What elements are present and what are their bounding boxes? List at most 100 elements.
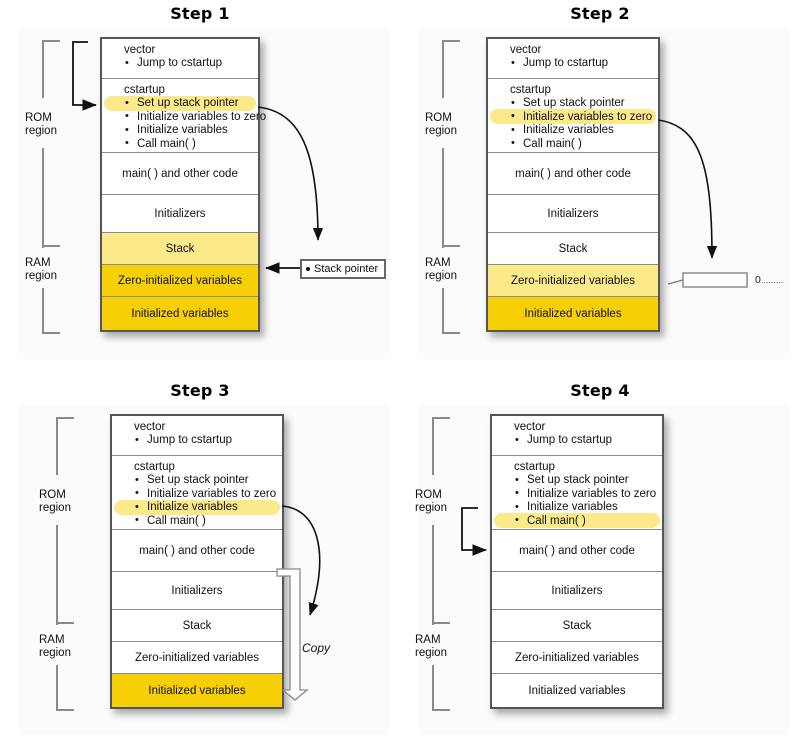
ram-bracket-bottom-1 xyxy=(42,314,60,334)
cstartup-header-3: cstartup xyxy=(134,461,175,473)
region-divider-tick-3 xyxy=(56,622,74,625)
rom-bracket-stem-lower-3 xyxy=(56,525,58,623)
ram-region-line2-1: region xyxy=(25,270,57,282)
memrow-initializers-label-1: Initializers xyxy=(154,207,206,220)
zero-value-2: 0 xyxy=(755,274,761,286)
memrow-cstartup-3: cstartup Set up stack pointer Initialize… xyxy=(112,456,282,530)
ram-region-line2-4: region xyxy=(415,647,447,659)
step-panel-2: Step 2 ROM region RAM region vector Jump… xyxy=(400,0,800,377)
rom-bracket-stem-upper-2 xyxy=(442,40,444,98)
memrow-zero-init-4: Zero-initialized variables xyxy=(492,642,662,674)
memrow-zero-init-label-1: Zero-initialized variables xyxy=(118,274,242,287)
ram-bracket-stem-3 xyxy=(56,665,58,709)
bullet-setup-stack-pointer-3: Set up stack pointer xyxy=(134,474,282,488)
bullet-jump-to-cstartup-1: Jump to cstartup xyxy=(124,57,258,71)
bullet-setup-stack-pointer-1: Set up stack pointer xyxy=(104,95,258,111)
region-divider-tick-4 xyxy=(432,622,450,625)
memrow-initializers-4: Initializers xyxy=(492,572,662,610)
bullet-call-main-1: Call main( ) xyxy=(124,137,258,152)
step-panel-1: Step 1 ROM region RAM region vector Jump… xyxy=(0,0,400,377)
memrow-stack-1: Stack xyxy=(102,233,258,265)
stack-pointer-box-1: Stack pointer xyxy=(300,259,387,279)
bullet-init-vars-2: Initialize variables xyxy=(510,124,658,138)
memrow-zero-init-label-3: Zero-initialized variables xyxy=(135,651,259,664)
rom-region-line1-4: ROM xyxy=(415,489,442,501)
ram-bracket-stem-2 xyxy=(442,288,444,332)
rom-bracket-top-1 xyxy=(42,40,60,43)
memrow-main-code-label-2: main( ) and other code xyxy=(515,167,631,180)
memrow-main-code-3: main( ) and other code xyxy=(112,530,282,572)
stack-pointer-dot-icon-1 xyxy=(306,267,310,272)
memrow-initialized-label-2: Initialized variables xyxy=(524,307,622,320)
memrow-cstartup-2: cstartup Set up stack pointer Initialize… xyxy=(488,79,658,153)
bullet-init-vars-zero-3: Initialize variables to zero xyxy=(134,487,282,502)
step-title-3: Step 3 xyxy=(170,381,230,400)
ram-region-line1-2: RAM xyxy=(425,257,451,269)
ram-region-label-3: RAM region xyxy=(39,634,71,660)
memrow-initializers-label-4: Initializers xyxy=(551,584,603,597)
ram-bracket-bottom-4 xyxy=(432,691,450,711)
copy-label-3: Copy xyxy=(302,641,330,655)
ram-region-label-2: RAM region xyxy=(425,257,457,283)
rom-region-line2-2: region xyxy=(425,125,457,137)
memrow-stack-4: Stack xyxy=(492,610,662,642)
rom-region-label-4: ROM region xyxy=(415,489,447,515)
step-title-2: Step 2 xyxy=(570,4,630,23)
bullet-jump-to-cstartup-2: Jump to cstartup xyxy=(510,57,658,71)
memrow-main-code-4: main( ) and other code xyxy=(492,530,662,572)
bullet-setup-stack-pointer-2: Set up stack pointer xyxy=(510,97,658,111)
memrow-initialized-2: Initialized variables xyxy=(488,297,658,330)
cstartup-header-1: cstartup xyxy=(124,84,165,96)
memory-map-4: vector Jump to cstartup cstartup Set up … xyxy=(490,414,664,709)
ram-region-line1-3: RAM xyxy=(39,634,65,646)
memrow-vector-4: vector Jump to cstartup xyxy=(492,416,662,456)
vector-header-3: vector xyxy=(134,421,166,433)
memrow-initialized-1: Initialized variables xyxy=(102,297,258,330)
region-divider-tick-2 xyxy=(442,245,460,248)
memrow-zero-init-2: Zero-initialized variables xyxy=(488,265,658,297)
memrow-initializers-label-3: Initializers xyxy=(171,584,223,597)
memrow-vector-3: vector Jump to cstartup xyxy=(112,416,282,456)
memrow-vector-2: vector Jump to cstartup xyxy=(488,39,658,79)
memrow-main-code-label-3: main( ) and other code xyxy=(139,544,255,557)
ram-region-label-1: RAM region xyxy=(25,257,57,283)
rom-region-line2-1: region xyxy=(25,125,57,137)
rom-bracket-stem-upper-3 xyxy=(56,417,58,475)
rom-bracket-stem-lower-4 xyxy=(432,525,434,623)
bullet-jump-to-cstartup-4: Jump to cstartup xyxy=(514,434,662,448)
memrow-zero-init-3: Zero-initialized variables xyxy=(112,642,282,674)
memory-map-3: vector Jump to cstartup cstartup Set up … xyxy=(110,414,284,709)
memory-map-1: vector Jump to cstartup cstartup Set up … xyxy=(100,37,266,332)
memrow-initializers-3: Initializers xyxy=(112,572,282,610)
rom-bracket-stem-lower-1 xyxy=(42,148,44,246)
ram-bracket-bottom-2 xyxy=(442,314,460,334)
ram-region-line2-2: region xyxy=(425,270,457,282)
bullet-init-vars-4: Initialize variables xyxy=(514,501,662,515)
memrow-zero-init-label-4: Zero-initialized variables xyxy=(515,651,639,664)
ram-bracket-bottom-3 xyxy=(56,691,74,711)
stack-pointer-box-label-1: Stack pointer xyxy=(314,263,379,275)
memrow-zero-init-label-2: Zero-initialized variables xyxy=(511,274,635,287)
memrow-stack-3: Stack xyxy=(112,610,282,642)
memrow-stack-label-3: Stack xyxy=(182,619,212,632)
step-title-4: Step 4 xyxy=(570,381,630,400)
rom-region-line2-4: region xyxy=(415,502,447,514)
memrow-stack-2: Stack xyxy=(488,233,658,265)
rom-region-line2-3: region xyxy=(39,502,71,514)
memrow-main-code-label-1: main( ) and other code xyxy=(122,167,238,180)
memrow-stack-label-4: Stack xyxy=(562,619,592,632)
memrow-zero-init-1: Zero-initialized variables xyxy=(102,265,258,297)
ram-bracket-stem-4 xyxy=(432,665,434,709)
bullet-init-vars-zero-2: Initialize variables to zero xyxy=(490,109,658,125)
rom-region-line1-1: ROM xyxy=(25,112,52,124)
memrow-initializers-1: Initializers xyxy=(102,195,258,233)
memrow-cstartup-4: cstartup Set up stack pointer Initialize… xyxy=(492,456,662,530)
vector-header-1: vector xyxy=(124,44,156,56)
bullet-init-vars-3: Initialize variables xyxy=(114,499,282,515)
memrow-initializers-label-2: Initializers xyxy=(547,207,599,220)
step-panel-4: Step 4 ROM region RAM region vector Jump… xyxy=(400,377,800,754)
bullet-init-vars-1: Initialize variables xyxy=(124,124,258,138)
memrow-cstartup-1: cstartup Set up stack pointer Initialize… xyxy=(102,79,266,153)
region-divider-tick-1 xyxy=(42,245,60,248)
